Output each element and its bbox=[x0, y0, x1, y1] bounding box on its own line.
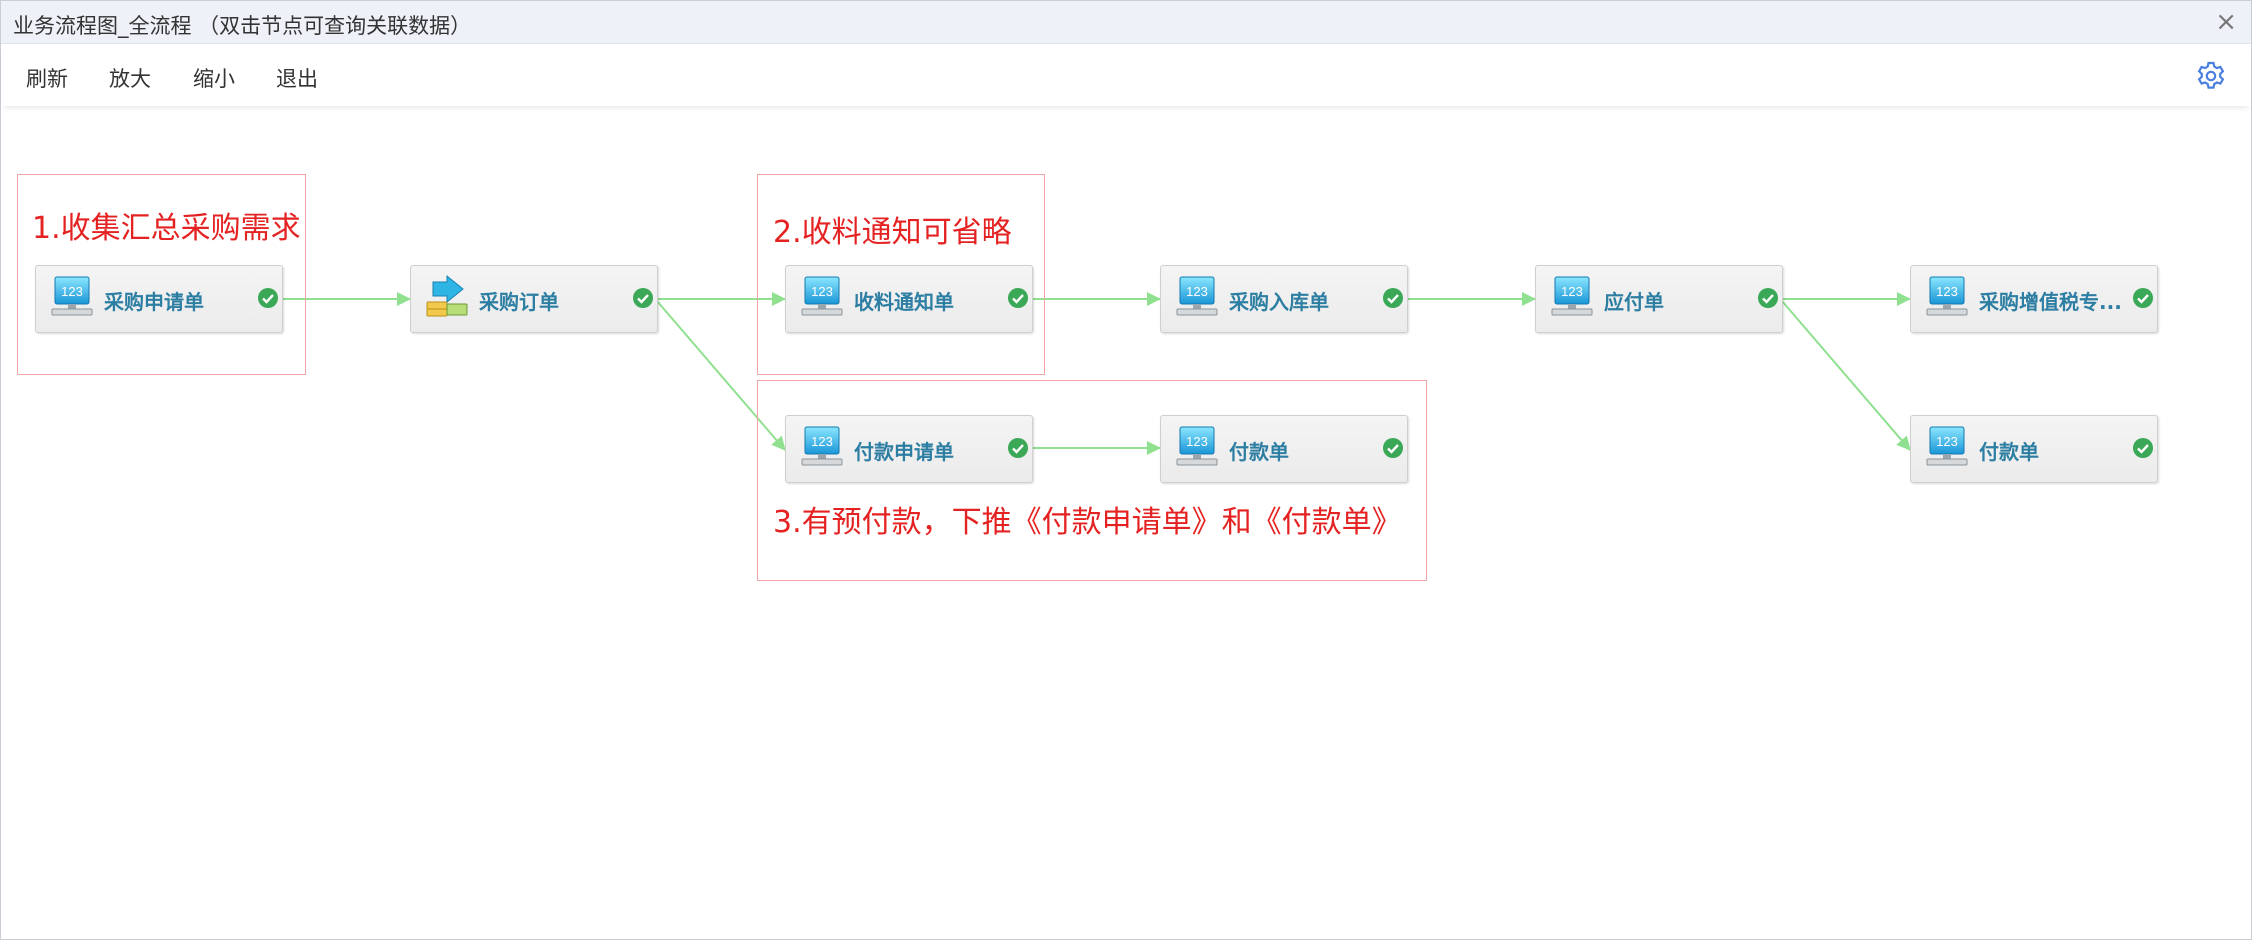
check-icon bbox=[2133, 438, 2153, 458]
exit-button[interactable]: 退出 bbox=[276, 67, 318, 91]
bill-icon: 123 bbox=[51, 276, 93, 316]
svg-text:123: 123 bbox=[61, 284, 83, 299]
node-payment-2[interactable]: 123 付款单 bbox=[1910, 415, 2158, 483]
svg-text:123: 123 bbox=[1936, 434, 1958, 449]
check-icon bbox=[1008, 438, 1028, 458]
bill-icon: 123 bbox=[1176, 276, 1218, 316]
node-receipt-notice[interactable]: 123 收料通知单 bbox=[785, 265, 1033, 333]
bill-icon: 123 bbox=[801, 276, 843, 316]
annotation-box-1: 1.收集汇总采购需求 bbox=[17, 174, 306, 375]
node-label: 应付单 bbox=[1604, 290, 1664, 314]
annotation-box-2: 2.收料通知可省略 bbox=[757, 174, 1045, 375]
check-icon bbox=[633, 288, 653, 308]
node-purchase-order[interactable]: 采购订单 bbox=[410, 265, 658, 333]
svg-text:123: 123 bbox=[811, 434, 833, 449]
gear-icon[interactable] bbox=[2195, 60, 2227, 92]
node-label: 采购订单 bbox=[479, 290, 559, 314]
node-label: 付款单 bbox=[1979, 440, 2039, 464]
node-label: 采购申请单 bbox=[104, 290, 204, 314]
svg-text:123: 123 bbox=[1936, 284, 1958, 299]
annotation-text-2: 2.收料通知可省略 bbox=[773, 215, 1012, 250]
annotation-text-3: 3.有预付款，下推《付款申请单》和《付款单》 bbox=[773, 505, 1402, 540]
bill-icon: 123 bbox=[1551, 276, 1593, 316]
check-icon bbox=[1008, 288, 1028, 308]
node-label: 采购入库单 bbox=[1229, 290, 1329, 314]
check-icon bbox=[2133, 288, 2153, 308]
node-label: 付款单 bbox=[1229, 440, 1289, 464]
bill-icon: 123 bbox=[1176, 426, 1218, 466]
flow-canvas[interactable]: 1.收集汇总采购需求 2.收料通知可省略 3.有预付款，下推《付款申请单》和《付… bbox=[1, 107, 2251, 939]
svg-text:123: 123 bbox=[1561, 284, 1583, 299]
svg-text:123: 123 bbox=[1186, 434, 1208, 449]
window-title: 业务流程图_全流程 （双击节点可查询关联数据） bbox=[13, 14, 472, 38]
zoom-in-button[interactable]: 放大 bbox=[109, 67, 151, 91]
check-icon bbox=[1383, 288, 1403, 308]
close-icon[interactable]: × bbox=[2215, 7, 2237, 37]
check-icon bbox=[1758, 288, 1778, 308]
flow-edges bbox=[282, 292, 1911, 455]
bill-icon: 123 bbox=[1926, 276, 1968, 316]
bill-icon: 123 bbox=[801, 426, 843, 466]
node-purchase-request[interactable]: 123 采购申请单 bbox=[35, 265, 283, 333]
toolbar: 刷新 放大 缩小 退出 bbox=[1, 44, 2251, 106]
node-vat-invoice[interactable]: 123 采购增值税专... bbox=[1910, 265, 2158, 333]
check-icon bbox=[258, 288, 278, 308]
node-label: 付款申请单 bbox=[854, 440, 954, 464]
title-bar: 业务流程图_全流程 （双击节点可查询关联数据） × bbox=[1, 1, 2251, 44]
refresh-button[interactable]: 刷新 bbox=[26, 67, 68, 91]
node-payable[interactable]: 123 应付单 bbox=[1535, 265, 1783, 333]
node-payment-request[interactable]: 123 付款申请单 bbox=[785, 415, 1033, 483]
node-purchase-inbound[interactable]: 123 采购入库单 bbox=[1160, 265, 1408, 333]
node-payment-1[interactable]: 123 付款单 bbox=[1160, 415, 1408, 483]
edge-payable-to-payment bbox=[1781, 300, 1911, 451]
node-label: 收料通知单 bbox=[854, 290, 954, 314]
edge-order-to-payment-request bbox=[656, 300, 786, 451]
svg-text:123: 123 bbox=[1186, 284, 1208, 299]
annotation-box-3: 3.有预付款，下推《付款申请单》和《付款单》 bbox=[757, 380, 1427, 581]
annotation-text-1: 1.收集汇总采购需求 bbox=[32, 211, 301, 246]
push-down-icon bbox=[426, 274, 468, 317]
zoom-out-button[interactable]: 缩小 bbox=[193, 67, 235, 91]
bill-icon: 123 bbox=[1926, 426, 1968, 466]
check-icon bbox=[1383, 438, 1403, 458]
node-label: 采购增值税专... bbox=[1979, 290, 2122, 314]
svg-text:123: 123 bbox=[811, 284, 833, 299]
